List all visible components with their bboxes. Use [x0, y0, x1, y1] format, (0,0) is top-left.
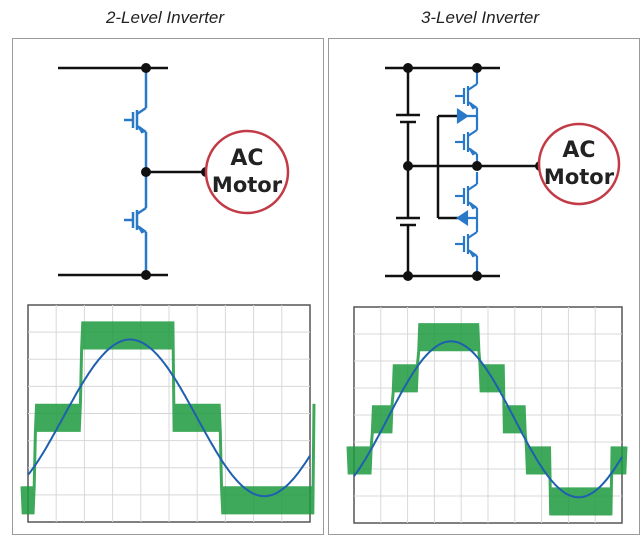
waveform-scope-2level — [20, 304, 316, 523]
motor-label-line2: Motor — [544, 165, 615, 189]
dc-rails-2level — [58, 66, 206, 277]
igbt-s2-icon — [453, 116, 479, 168]
ac-motor-2level: AC Motor — [204, 129, 290, 215]
panel-title-2level: 2-Level Inverter — [105, 8, 225, 27]
igbt-lower-icon — [122, 194, 148, 246]
waveform-scope-3level — [346, 306, 628, 524]
sine-reference — [27, 338, 311, 498]
sine-reference — [353, 340, 623, 499]
circuit-3level: AC Motor — [385, 63, 621, 281]
motor-label-line1: AC — [562, 138, 595, 163]
panel-title-3level: 3-Level Inverter — [420, 8, 540, 27]
circuit-2level: AC Motor — [58, 63, 290, 280]
igbt-upper-icon — [122, 94, 148, 146]
ac-motor-3level: AC Motor — [537, 122, 621, 206]
motor-label-line1: AC — [230, 146, 263, 171]
motor-label-line2: Motor — [212, 173, 283, 197]
igbt-s4-icon — [453, 218, 479, 270]
switch-leg-3level — [453, 68, 479, 276]
motor-ring-icon — [537, 122, 621, 206]
motor-ring-icon — [204, 129, 290, 215]
pwm-waveform — [346, 323, 628, 516]
junction-dots-3level — [403, 63, 545, 281]
